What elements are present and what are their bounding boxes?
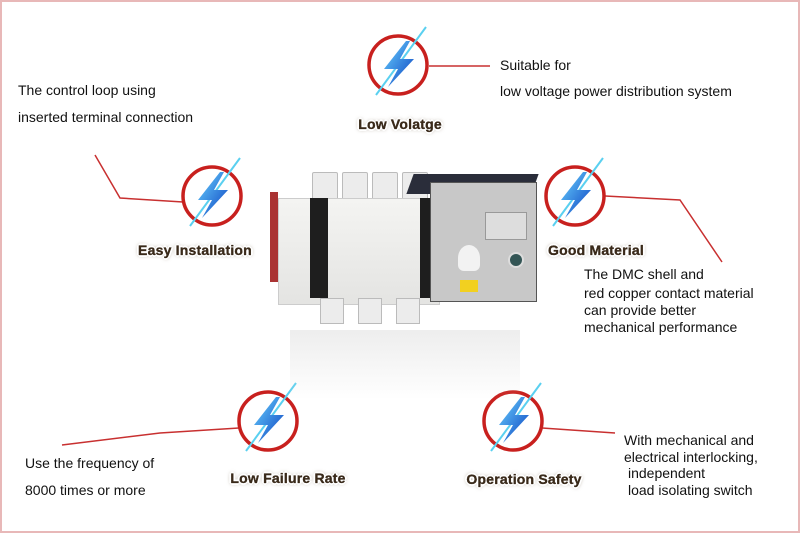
lightning-bolt-icon — [181, 156, 243, 228]
feature-text: mechanical performance — [584, 319, 738, 335]
feature-label-operation-safety: Operation Safety — [466, 471, 582, 487]
feature-label-good-material: Good Material — [548, 242, 644, 258]
feature-text: independent — [628, 465, 706, 481]
feature-text: The DMC shell and — [584, 266, 704, 282]
lightning-bolt-icon — [544, 156, 606, 228]
feature-text: 8000 times or more — [25, 482, 146, 498]
feature-text: red copper contact material — [584, 285, 754, 301]
lightning-bolt-icon — [367, 25, 429, 97]
feature-text: low voltage power distribution system — [500, 83, 732, 99]
feature-text: inserted terminal connection — [18, 109, 194, 125]
feature-label-low-failure-rate: Low Failure Rate — [230, 470, 346, 486]
feature-text: load isolating switch — [628, 482, 753, 498]
feature-label-low-voltage: Low Volatge — [358, 116, 442, 132]
feature-text: With mechanical and — [624, 432, 754, 448]
transfer-switch-product-image — [270, 170, 539, 324]
feature-text: Suitable for — [500, 57, 571, 73]
feature-text: The control loop using — [18, 82, 156, 98]
feature-text: Use the frequency of — [25, 455, 155, 471]
feature-label-easy-installation: Easy Installation — [138, 242, 252, 258]
lightning-bolt-icon — [237, 381, 299, 453]
feature-text: electrical interlocking, — [624, 449, 758, 465]
product-reflection — [290, 330, 520, 400]
feature-text: can provide better — [584, 302, 697, 318]
